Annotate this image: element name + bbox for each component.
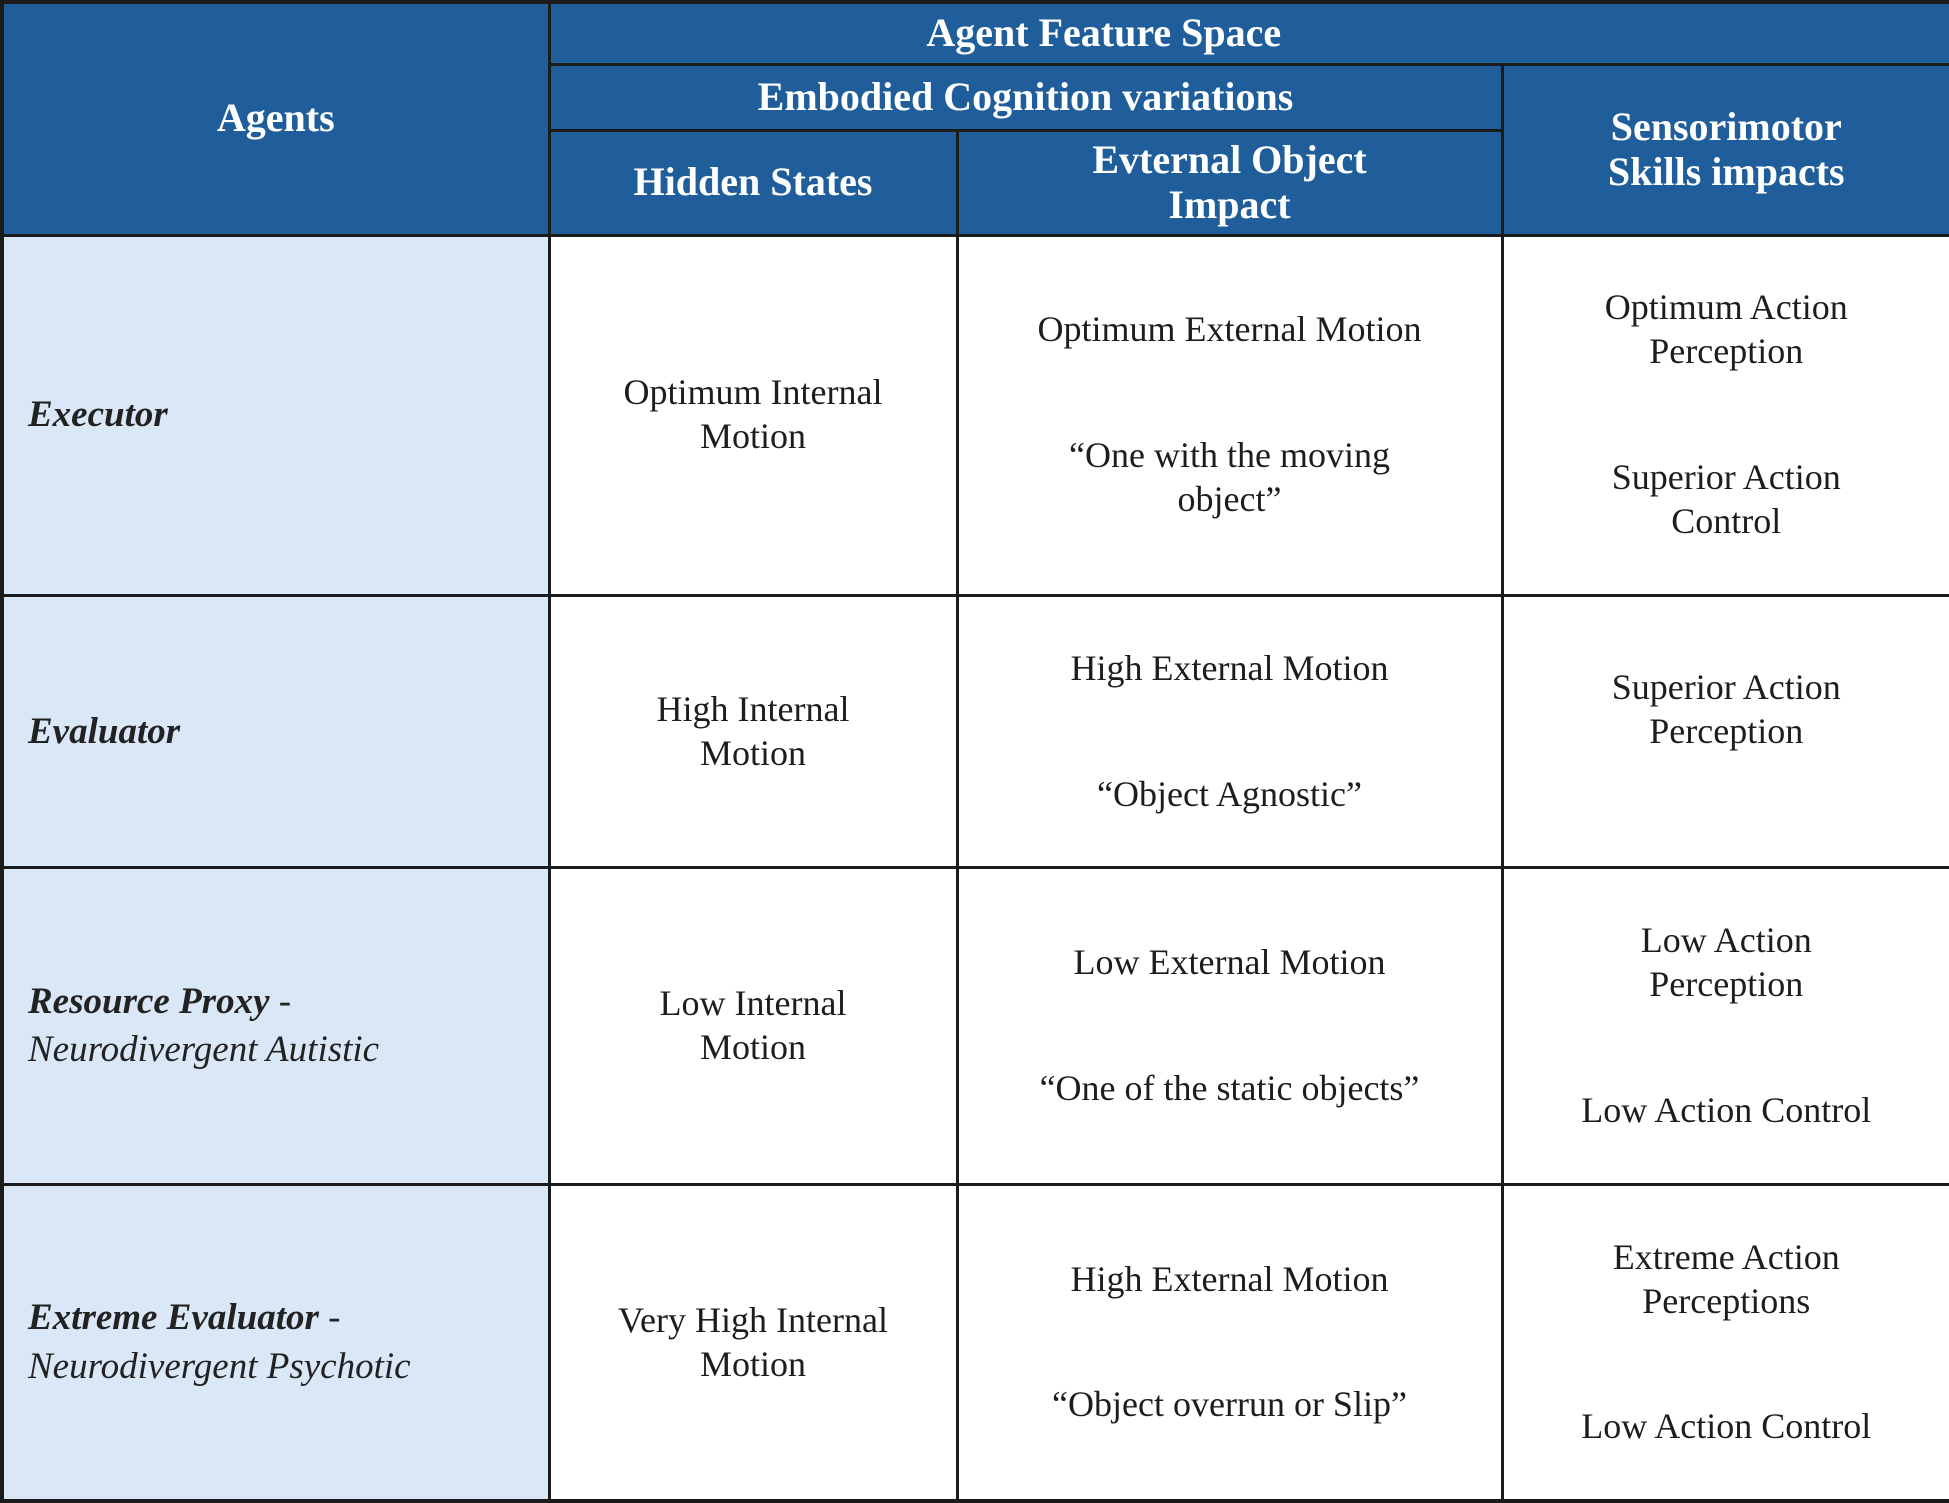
header-agent-feature-space: Agent Feature Space [547, 0, 1949, 66]
header-sensorimotor-skills-impacts: Sensorimotor Skills impacts [1500, 62, 1949, 237]
cell-paragraph: Superior Action Control [1611, 457, 1841, 542]
table-row: Executor Optimum Internal Motion Optimum… [0, 233, 1949, 597]
header-hidden-states: Hidden States [547, 128, 959, 237]
cell-quote: “Object Agnostic” [1097, 773, 1362, 814]
cell-paragraph: Low External Motion [1073, 942, 1386, 983]
agent-name: Evaluator [28, 710, 181, 752]
agent-label-cell: Extreme Evaluator - Neurodivergent Psych… [0, 1182, 551, 1503]
agent-subtitle: Neurodivergent Autistic [28, 1029, 380, 1071]
agent-name-line: Extreme Evaluator - [28, 1294, 538, 1342]
table-row: Evaluator High Internal Motion High Exte… [0, 593, 1949, 870]
cell-quote: “One of the static objects” [1039, 1068, 1420, 1109]
sensorimotor-impacts-cell: Optimum Action Perception Superior Actio… [1500, 233, 1949, 597]
agent-label-cell: Executor [0, 233, 551, 597]
cell-paragraph: Low Action Perception [1640, 920, 1812, 1005]
cell-paragraph: Extreme Action Perceptions [1612, 1236, 1840, 1321]
cell-paragraph: High Internal Motion [656, 688, 850, 773]
cell-quote: “One with the moving object” [1069, 435, 1390, 520]
external-object-impact-cell: Low External Motion “One of the static o… [955, 866, 1504, 1186]
cell-paragraph: High External Motion [1070, 1258, 1389, 1299]
agent-name: Resource Proxy [28, 981, 270, 1022]
table-row: Resource Proxy - Neurodivergent Autistic… [0, 866, 1949, 1186]
agent-name-line: Resource Proxy - [28, 978, 538, 1026]
cell-paragraph: Low Action Control [1581, 1406, 1872, 1447]
cell-paragraph: Very High Internal Motion [618, 1299, 888, 1384]
external-object-impact-cell: High External Motion “Object Agnostic” [955, 593, 1504, 870]
agent-name: Extreme Evaluator [28, 1297, 319, 1339]
header-agents: Agents [0, 0, 551, 237]
header-embodied-cognition-variations: Embodied Cognition variations [547, 62, 1504, 132]
cell-quote: “Object overrun or Slip” [1052, 1384, 1407, 1425]
sensorimotor-impacts-cell: Extreme Action Perceptions Low Action Co… [1500, 1182, 1949, 1503]
hidden-states-cell: Low Internal Motion [547, 866, 959, 1186]
agent-name-line: Evaluator [28, 708, 538, 756]
hidden-states-cell: High Internal Motion [547, 593, 959, 870]
cell-paragraph: Optimum Internal Motion [623, 372, 883, 457]
external-object-impact-cell: Optimum External Motion “One with the mo… [955, 233, 1504, 597]
hidden-states-cell: Optimum Internal Motion [547, 233, 959, 597]
external-object-impact-cell: High External Motion “Object overrun or … [955, 1182, 1504, 1503]
agent-name: Executor [28, 394, 168, 436]
cell-paragraph: Optimum External Motion [1037, 309, 1422, 350]
cell-paragraph: Low Action Control [1581, 1090, 1872, 1130]
agent-dash: - [269, 981, 292, 1022]
agent-name-line: Executor [28, 391, 538, 439]
agent-subtitle: Neurodivergent Psychotic [28, 1345, 411, 1387]
agent-label-cell: Evaluator [0, 593, 551, 870]
cell-paragraph: Low Internal Motion [659, 983, 847, 1068]
cell-paragraph: Optimum Action Perception [1604, 287, 1848, 372]
cell-paragraph: High External Motion [1070, 647, 1389, 688]
table-row: Extreme Evaluator - Neurodivergent Psych… [0, 1182, 1949, 1503]
sensorimotor-impacts-cell: Low Action Perception Low Action Control [1500, 866, 1949, 1186]
agent-dash: - [318, 1297, 341, 1339]
cell-paragraph: Superior Action Perception [1611, 666, 1841, 751]
header-external-object-impact: Evternal Object Impact [955, 128, 1504, 237]
hidden-states-cell: Very High Internal Motion [547, 1182, 959, 1503]
agent-label-cell: Resource Proxy - Neurodivergent Autistic [0, 866, 551, 1186]
sensorimotor-impacts-cell: Superior Action Perception [1500, 593, 1949, 870]
